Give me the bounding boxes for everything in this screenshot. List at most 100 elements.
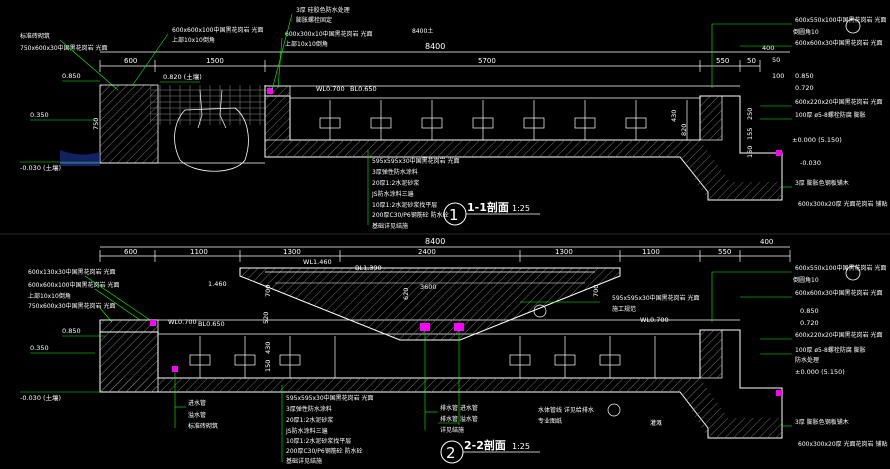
overall-dimension-value: 8400 <box>425 237 445 246</box>
note: 膨胀螺栓固定 <box>296 16 332 24</box>
vertical-dims: 430 820 250 155 150 <box>670 108 754 158</box>
elevation: 0.820 (土壤) <box>163 72 202 81</box>
note: 200厚C30/P6钢筋砼 防水砼 <box>286 447 363 455</box>
note: 600x220x20中国黑花岗岩 光面 <box>795 331 883 339</box>
top-leaders <box>131 13 293 91</box>
elevation-lines <box>20 335 105 393</box>
left-notes: 标准砖砌筑 750x600x30中国黑花岗岩 光面 <box>20 32 108 52</box>
dim-label: 1300 <box>283 248 301 256</box>
planting-tree-root <box>174 107 249 172</box>
dimension-ticks <box>99 60 761 72</box>
note: 100厚 ø5-8螺栓防腐 膨胀 <box>795 346 866 354</box>
marker <box>420 323 430 331</box>
dim-label: 50 <box>747 57 756 65</box>
note: 600x550x100中国黑花岗岩 光面 <box>795 16 886 24</box>
dimension-labels: 600 1500 5700 550 50 <box>124 57 756 65</box>
note: 20厚1:2水泥砂浆 <box>286 416 333 424</box>
note: 750x600x30中国黑花岗岩 光面 <box>20 44 108 52</box>
note: 施工规范 <box>612 305 636 313</box>
dim-label: 100 <box>772 72 784 80</box>
detail-mark-2 <box>607 403 621 417</box>
elevation: 0.350 <box>30 111 49 119</box>
basin-labels: 1.460 WL1.460 BL1.390 3600 700 620 520 4… <box>208 258 600 372</box>
note: 上部10x10倒角 <box>285 40 328 48</box>
elevation-marks: 0.850 0.350 -0.030 (土壤) 0.820 (土壤) <box>20 72 202 172</box>
pipe-markers <box>150 320 782 396</box>
elevation: 0.720 <box>795 84 814 92</box>
pedestal-columns <box>189 336 656 378</box>
pool-wall-right <box>699 95 723 141</box>
note: 595x595x30中国黑花岗岩 光面 <box>372 157 460 165</box>
note: 3厚弹性防水涂料 <box>286 405 332 413</box>
section-title: 1-1剖面 <box>467 200 509 214</box>
elevation: -0.030 (土壤) <box>20 393 61 402</box>
right-leaders <box>520 271 792 427</box>
dim-label: 1100 <box>642 248 660 256</box>
dimension-labels: 600 1100 1300 2400 1300 1100 550 400 <box>124 238 773 256</box>
note: 水体管线 详见给排水 <box>538 406 594 414</box>
marker <box>172 366 178 372</box>
bottom-notes: 595x595x30中国黑花岗岩 光面 3厚弹性防水涂料 20厚1:2水泥砂浆 … <box>371 157 460 230</box>
soil-left <box>60 150 100 166</box>
elevation: WL0.700 <box>640 316 669 324</box>
elevation: 0.850 <box>62 72 81 80</box>
left-brick-area <box>150 85 265 125</box>
note: 600x300x10中国黑花岗岩 光面 <box>285 30 373 38</box>
note: 200厚C30/P6钢筋砼 防水砼 <box>372 211 449 219</box>
vertical-dim: 155 <box>746 128 754 140</box>
right-small: 400 50 100 <box>762 44 784 80</box>
note: 20厚1:2水泥砂浆 <box>372 179 419 187</box>
section-title: 2-2剖面 <box>464 438 506 452</box>
elevation: -0.030 (土壤) <box>20 163 61 172</box>
note: 600x220x20中国黑花岗岩 光面 <box>795 98 883 106</box>
note: 基础详见结施 <box>286 457 322 465</box>
note: 灌溉 <box>650 419 662 427</box>
section-number: 2 <box>446 444 456 462</box>
vertical-dim: 150 <box>264 360 272 372</box>
dim-label: 1500 <box>206 57 224 65</box>
right-notes: 600x550x100中国黑花岗岩 光面 倒圆角10 600x600x30中国黑… <box>793 16 887 208</box>
note: 3厚弹性防水涂料 <box>372 168 418 176</box>
vertical-dim: 250 <box>746 108 754 120</box>
note: 600x600x100中国黑花岗岩 光面 <box>28 281 119 289</box>
top-label: 8400土 <box>412 27 433 35</box>
dim-label: 400 <box>760 238 773 246</box>
section-mark-5 <box>845 265 861 281</box>
vertical-dim: 620 <box>402 288 410 300</box>
elevation: WL0.700 <box>168 318 197 326</box>
leader-line <box>59 39 119 91</box>
section-scale: 1:25 <box>512 204 530 213</box>
overall-dimension-value: 8400 <box>425 42 445 51</box>
elevation: ±0.000 (5.150) <box>792 136 842 144</box>
note: 10厚1:2水泥砂浆找平层 <box>372 201 437 209</box>
marker <box>776 150 782 156</box>
note: 详见结施 <box>440 426 464 434</box>
elevation: 0.350 <box>30 344 49 352</box>
note: 600x600x30中国黑花岗岩 光面 <box>795 289 883 297</box>
note: 溢水管 <box>188 411 206 419</box>
elevation: 1.460 <box>208 280 227 288</box>
note: 600x300x20厚 光面花岗岩 铺贴 <box>798 200 887 208</box>
section-2-2: 8400 600 1100 1300 2400 1300 1100 550 40… <box>20 237 887 465</box>
vertical-dim: 700 <box>592 285 600 297</box>
dimension-ticks <box>99 250 791 262</box>
note: JS防水涂料三遍 <box>371 190 414 198</box>
section-number: 1 <box>449 206 459 224</box>
top-notes: 3厚 硅胶色防水处理 膨胀螺栓固定 600x600x100中国黑花岗岩 光面 上… <box>172 6 373 48</box>
vertical-dim: 150 <box>746 146 754 158</box>
note: 600x550x100中国黑花岗岩 光面 <box>795 264 886 272</box>
note: 防水处理 <box>795 356 819 364</box>
elevation: 0.720 <box>800 319 819 327</box>
section-1-1: 8400 8400土 600 1500 5700 550 50 标准砖砌筑 75… <box>20 6 887 230</box>
note: 10厚1:2水泥砂浆找平层 <box>286 437 351 445</box>
dim-label: 1300 <box>555 248 573 256</box>
marker <box>776 390 782 396</box>
pool-slab-hatch <box>265 140 782 200</box>
pool-wall-left <box>264 85 291 141</box>
marker <box>454 323 464 331</box>
note: 595x595x30中国黑花岗岩 光面 <box>612 294 700 302</box>
note: 100厚 ø5-8螺栓防腐 膨胀 <box>795 111 866 119</box>
elevation: WL1.460 <box>303 258 332 266</box>
note: 基础详见结施 <box>372 222 408 230</box>
vertical-dim: 820 <box>680 124 688 136</box>
